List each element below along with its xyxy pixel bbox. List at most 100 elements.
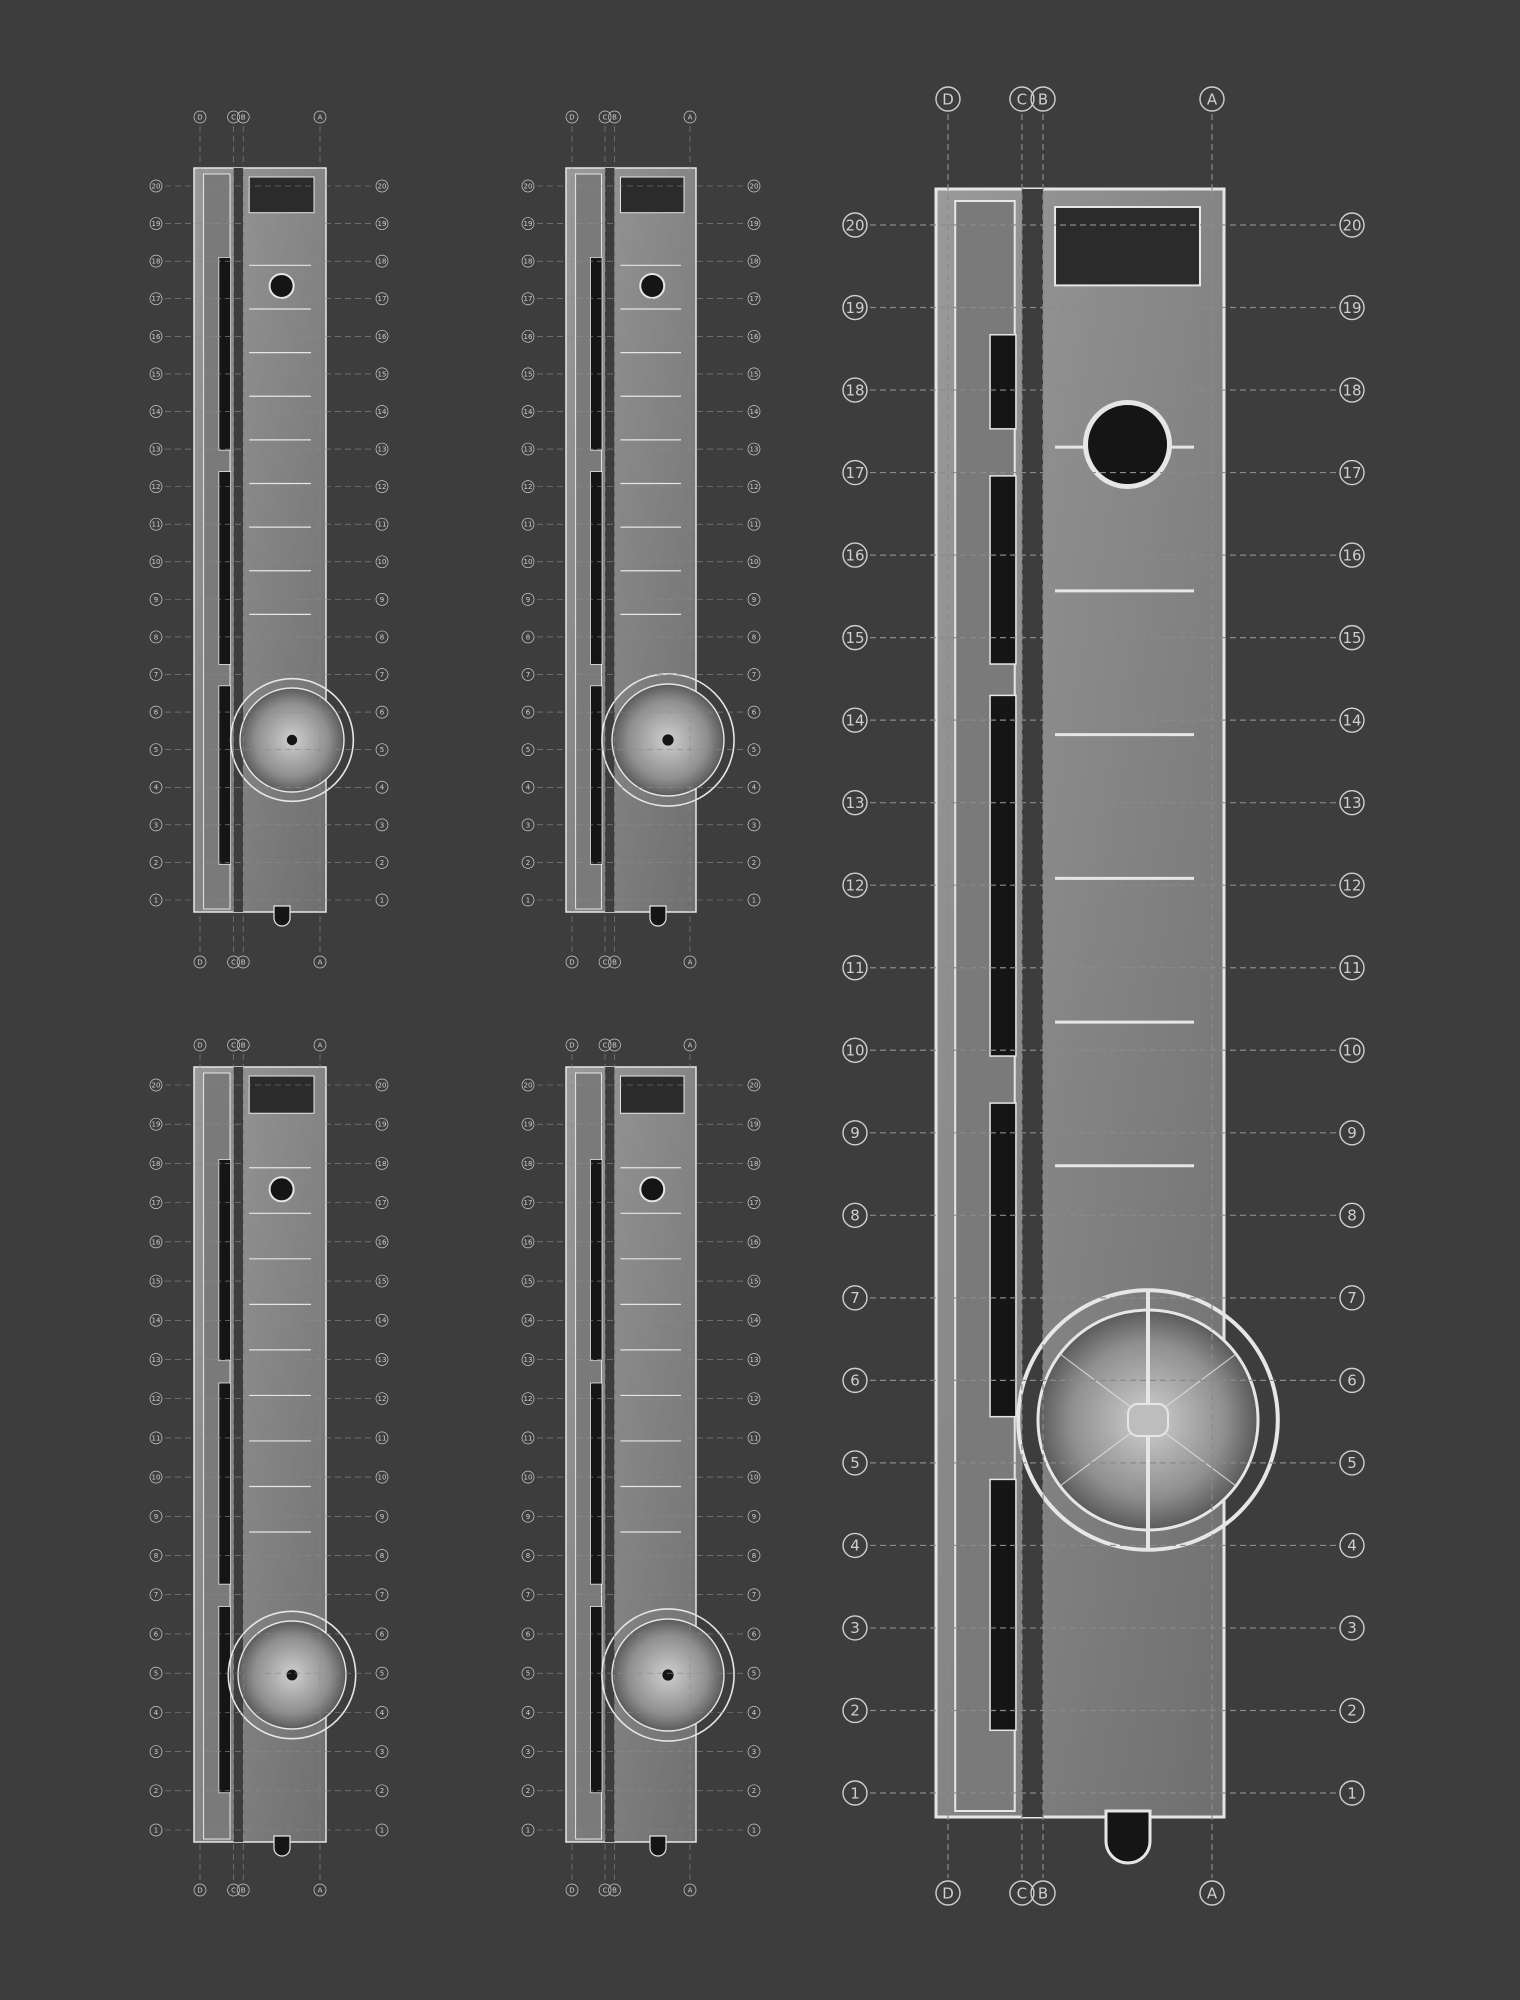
row-label: 6 — [526, 709, 531, 717]
row-label: 9 — [380, 1513, 384, 1521]
row-label: 17 — [152, 295, 161, 303]
column-label: C — [603, 958, 608, 966]
row-label: 16 — [152, 1238, 161, 1246]
row-label: 5 — [752, 746, 756, 754]
row-marker — [375, 292, 389, 306]
row-label: 2 — [380, 1787, 384, 1795]
stair-void — [218, 1382, 231, 1585]
row-marker — [842, 1780, 868, 1806]
upper-room — [248, 176, 315, 214]
row-marker — [1339, 1450, 1365, 1476]
row-marker — [842, 459, 868, 486]
row-label: 17 — [378, 295, 387, 303]
row-label: 7 — [1347, 1289, 1357, 1307]
column-label: A — [318, 1886, 323, 1894]
column-marker — [236, 1883, 250, 1897]
drum-oculus — [286, 1669, 298, 1681]
row-label: 10 — [750, 558, 759, 566]
row-label: 7 — [526, 1591, 530, 1599]
row-marker — [521, 856, 535, 869]
row-label: 11 — [750, 1434, 759, 1442]
column-marker — [227, 955, 240, 969]
upper-room — [619, 176, 685, 214]
drum-oculus — [662, 1669, 674, 1681]
column-marker — [313, 1038, 327, 1052]
row-label: 18 — [524, 1160, 533, 1168]
row-marker — [842, 1037, 868, 1063]
row-marker — [149, 1823, 163, 1837]
row-label: 7 — [752, 1591, 756, 1599]
row-label: 20 — [750, 1081, 759, 1089]
entry-lobe — [273, 905, 291, 927]
row-marker — [375, 1078, 389, 1092]
row-marker — [521, 1274, 535, 1288]
row-label: 6 — [154, 709, 159, 717]
column-label: C — [603, 1886, 608, 1894]
row-marker — [521, 367, 535, 381]
column-label: A — [688, 958, 693, 966]
row-label: 6 — [380, 1630, 385, 1638]
row-label: 7 — [154, 1591, 158, 1599]
row-marker — [747, 1157, 761, 1170]
row-label: 12 — [845, 876, 864, 894]
row-marker — [149, 217, 163, 230]
row-label: 11 — [152, 521, 161, 529]
column-marker — [935, 86, 961, 112]
circular-room — [268, 1176, 295, 1203]
row-marker — [521, 1745, 535, 1758]
row-marker — [521, 329, 535, 343]
structural-gap — [233, 168, 244, 912]
row-label: 3 — [752, 1748, 756, 1756]
row-marker — [521, 1353, 535, 1366]
row-label: 20 — [378, 182, 387, 190]
row-label: 12 — [524, 1395, 533, 1403]
row-marker — [747, 893, 761, 907]
row-marker — [149, 1274, 163, 1288]
row-marker — [842, 1285, 868, 1311]
row-marker — [149, 1706, 163, 1719]
column-marker — [683, 955, 697, 969]
row-label: 9 — [154, 596, 158, 604]
stair-void — [989, 694, 1017, 1057]
row-marker — [149, 1588, 163, 1602]
row-label: 4 — [1347, 1537, 1357, 1555]
row-marker — [1339, 955, 1365, 981]
row-label: 11 — [378, 521, 387, 529]
row-marker — [375, 1549, 389, 1562]
row-marker — [375, 1313, 389, 1327]
row-label: 17 — [845, 464, 864, 482]
row-marker — [747, 1745, 761, 1758]
row-label: 1 — [850, 1784, 860, 1802]
row-marker — [375, 442, 389, 456]
row-label: 2 — [752, 859, 756, 867]
column-label: B — [612, 958, 617, 966]
column-label: C — [1017, 90, 1027, 108]
column-label: C — [231, 113, 236, 121]
row-label: 15 — [378, 1278, 387, 1286]
row-label: 6 — [752, 709, 757, 717]
row-marker — [842, 212, 868, 238]
row-label: 19 — [524, 1121, 533, 1129]
row-label: 5 — [526, 746, 530, 754]
row-marker — [521, 405, 535, 418]
row-marker — [375, 1392, 389, 1406]
row-marker — [842, 1697, 868, 1724]
row-label: 12 — [152, 483, 161, 491]
row-marker — [521, 1392, 535, 1406]
row-label: 2 — [752, 1787, 756, 1795]
row-label: 12 — [750, 483, 759, 491]
row-marker — [149, 292, 163, 306]
row-label: 13 — [152, 1356, 161, 1364]
stair-void — [218, 256, 231, 451]
column-marker — [313, 955, 327, 969]
row-marker — [149, 856, 163, 869]
column-label: B — [241, 1041, 246, 1049]
row-label: 19 — [524, 220, 533, 228]
column-label: D — [569, 958, 574, 966]
row-label: 4 — [380, 784, 385, 792]
row-marker — [1339, 1780, 1365, 1806]
column-marker — [227, 1883, 240, 1897]
row-label: 2 — [154, 1787, 158, 1795]
row-marker — [521, 1313, 535, 1327]
